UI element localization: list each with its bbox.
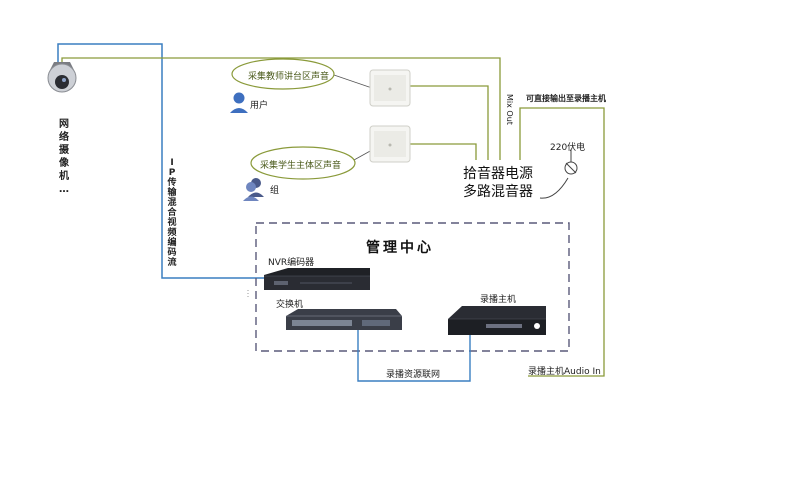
direct-output-label: 可直接输出至录播主机 [526,94,606,103]
power-line [539,177,569,199]
network-label: 录播资源联网 [386,370,441,380]
ip-label-char: 合 [167,208,177,218]
teacher-oval-label: 采集教师讲台区声音 [248,72,330,82]
ip-label-char: 混 [167,198,177,208]
camera-label-char: 络 [59,132,69,143]
camera-label-char: … [59,184,69,195]
oval2-connector [353,149,373,161]
ip-label-char: 频 [167,228,177,238]
network-camera-icon [47,62,77,93]
mic2-line [410,143,477,160]
ip-label-char: 流 [167,258,177,268]
camera-label-char: 机 [59,171,69,182]
management-center-title: 管理中心 [366,240,434,256]
camera-label-char: 网 [59,119,69,130]
mic-1-icon [369,69,411,107]
camera-audio-line [61,57,501,160]
ip-label-char: I [170,158,174,168]
ip-label-char: 码 [167,248,177,258]
nvr-encoder-device [264,268,370,290]
switch-device [286,309,402,330]
ip-label-char: 传 [167,178,177,188]
user-1-icon [230,92,248,113]
nvr-label: NVR编码器 [268,258,315,268]
mic-2-icon [369,125,411,163]
ip-stream-line [57,43,270,279]
mixer-power-label: 拾音器电源 [463,166,533,182]
user-label: 用户 [250,101,269,111]
audio-in-label: 录播主机Audio In [528,367,601,377]
user-group-icon [243,178,264,201]
student-oval [250,146,356,180]
camera-label-char: 像 [59,158,69,169]
student-oval-label: 采集学生主体区声音 [260,161,342,171]
mixer-label: 多路混音器 [463,184,533,200]
ip-stream-label: I P 传 输 混 合 视 频 编 码 流 [166,158,178,268]
switch-label: 交换机 [276,300,304,310]
oval1-connector [333,74,373,89]
ip-label-char: 视 [167,218,177,228]
camera-label: 网 络 摄 像 机 … [58,118,70,196]
ip-label-char: 编 [167,238,177,248]
management-center-box [255,222,570,352]
mic1-line [410,85,489,160]
power-label: 220伏电 [550,143,586,153]
network-line [357,330,471,382]
teacher-oval [231,58,335,90]
mix-out-label: Mix Out [505,94,514,125]
ip-label-char: P [168,168,176,178]
power-plug-icon [564,161,578,175]
ip-label-char: 输 [167,188,177,198]
mixer-output-line [519,107,605,377]
recorder-label: 录播主机 [480,295,517,305]
camera-label-char: 摄 [59,145,69,156]
user-group-label: 组 [270,186,280,196]
recorder-device [448,306,546,335]
